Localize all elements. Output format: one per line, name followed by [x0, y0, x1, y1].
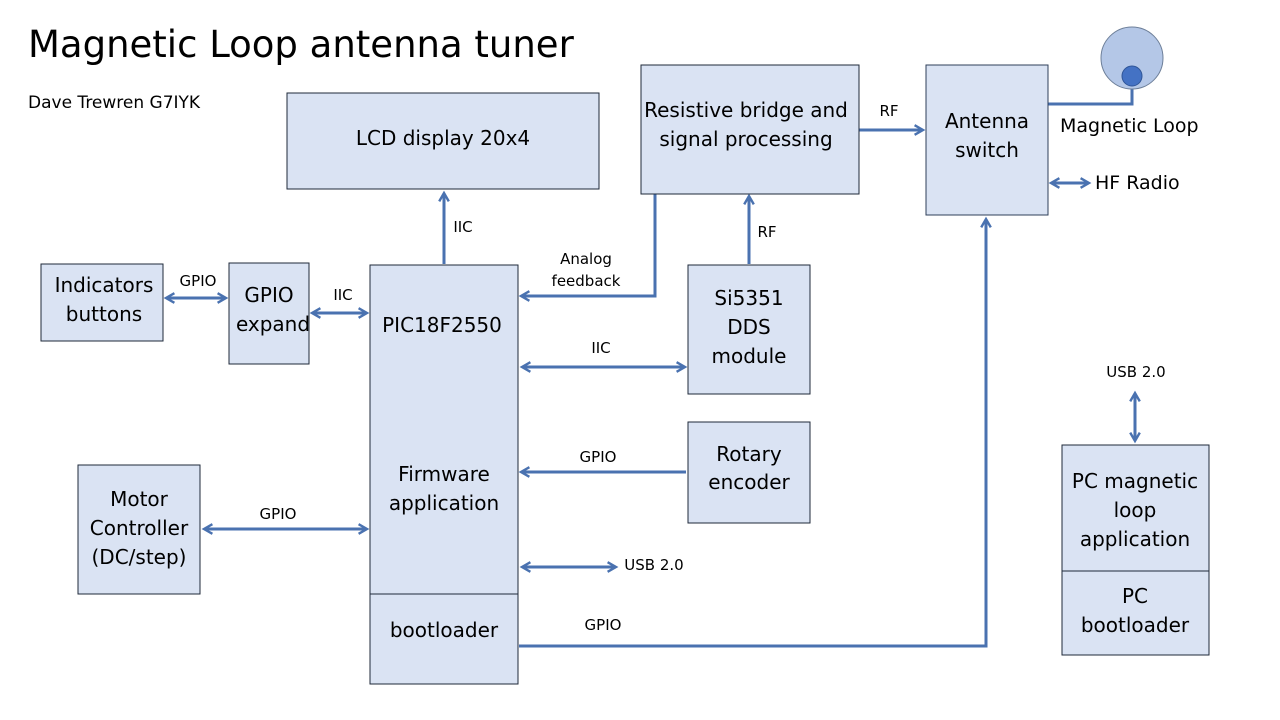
- svg-text:PC magnetic: PC magnetic: [1072, 469, 1198, 493]
- pc-application-box: PC magnetic loop application: [1061, 444, 1210, 572]
- gpio-motor-label: GPIO: [260, 505, 297, 523]
- antenna-switch-box: Antenna switch: [925, 64, 1049, 216]
- svg-text:PIC18F2550: PIC18F2550: [382, 313, 502, 337]
- svg-text:buttons: buttons: [66, 302, 142, 326]
- iic-expand-label: IIC: [333, 286, 352, 304]
- svg-text:expand: expand: [236, 312, 310, 336]
- svg-text:Motor: Motor: [110, 487, 169, 511]
- svg-text:loop: loop: [1114, 498, 1157, 522]
- analog-feedback-label-2: feedback: [552, 272, 621, 290]
- svg-text:GPIO: GPIO: [244, 283, 293, 307]
- svg-text:encoder: encoder: [708, 470, 790, 494]
- svg-text:application: application: [1080, 527, 1190, 551]
- pc-bootloader-box: PC bootloader: [1061, 570, 1210, 656]
- usb-pc-label: USB 2.0: [1106, 363, 1165, 381]
- rotary-encoder-box: Rotary encoder: [687, 421, 811, 524]
- svg-text:module: module: [712, 344, 787, 368]
- rf-dds-label: RF: [757, 223, 776, 241]
- loop-feed-icon: [1121, 65, 1143, 87]
- svg-text:DDS: DDS: [727, 315, 771, 339]
- svg-text:bootloader: bootloader: [1081, 613, 1190, 637]
- svg-text:LCD display 20x4: LCD display 20x4: [356, 126, 530, 150]
- gpio-switch-label: GPIO: [585, 616, 622, 634]
- svg-text:(DC/step): (DC/step): [92, 545, 187, 569]
- iic-dds-label: IIC: [591, 339, 610, 357]
- svg-text:Firmware: Firmware: [398, 462, 490, 486]
- iic-lcd-label: IIC: [453, 218, 472, 236]
- pic-box: PIC18F2550 Firmware application: [369, 264, 519, 595]
- hf-radio-label: HF Radio: [1095, 172, 1180, 194]
- analog-feedback-label: Analog: [560, 250, 612, 268]
- svg-text:bootloader: bootloader: [390, 618, 499, 642]
- usb-pic-label: USB 2.0: [624, 556, 683, 574]
- gpio-rotary-label: GPIO: [580, 448, 617, 466]
- gpio-switch-arrow: [519, 216, 992, 648]
- bootloader-box: bootloader: [369, 593, 519, 685]
- gpio-indicators-label: GPIO: [180, 272, 217, 290]
- author: Dave Trewren G7IYK: [28, 93, 201, 113]
- gpio-expand-box: GPIO expand: [228, 262, 310, 365]
- svg-text:Resistive bridge and: Resistive bridge and: [644, 98, 848, 122]
- svg-text:signal processing: signal processing: [659, 127, 832, 151]
- svg-text:Controller: Controller: [90, 516, 189, 540]
- lcd-display-box: LCD display 20x4: [286, 92, 600, 190]
- magnetic-loop-label: Magnetic Loop: [1060, 115, 1199, 137]
- resistive-bridge-box: Resistive bridge and signal processing: [640, 64, 860, 195]
- magnetic-loop-icon: [1100, 26, 1164, 90]
- motor-controller-box: Motor Controller (DC/step): [77, 464, 201, 595]
- svg-text:switch: switch: [955, 138, 1019, 162]
- rf-switch-label: RF: [879, 102, 898, 120]
- analog-feedback-arrow: [518, 194, 657, 302]
- svg-text:Indicators: Indicators: [55, 273, 154, 297]
- svg-text:application: application: [389, 491, 499, 515]
- indicators-buttons-box: Indicators buttons: [40, 263, 164, 342]
- si5351-dds-box: Si5351 DDS module: [687, 264, 811, 395]
- diagram-title: Magnetic Loop antenna tuner: [28, 23, 575, 66]
- svg-text:Rotary: Rotary: [716, 442, 782, 466]
- svg-text:Si5351: Si5351: [714, 286, 783, 310]
- svg-text:PC: PC: [1122, 584, 1148, 608]
- svg-text:Antenna: Antenna: [945, 109, 1029, 133]
